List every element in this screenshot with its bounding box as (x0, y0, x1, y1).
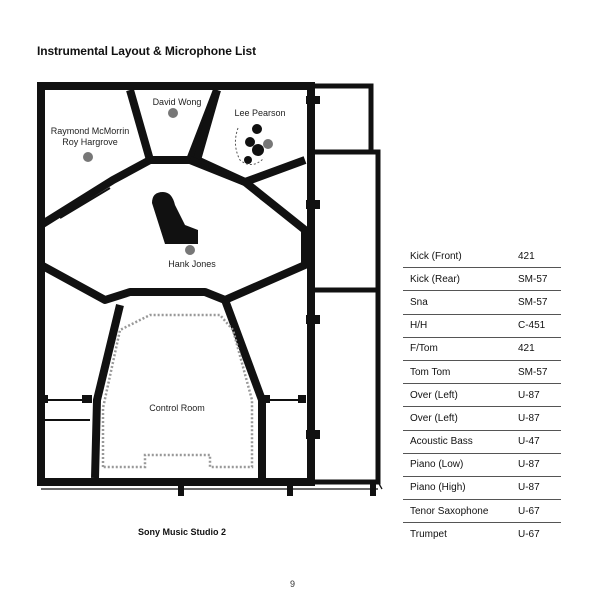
mic-cell: 421 (510, 245, 561, 269)
table-row: Piano (High)U-87 (403, 476, 561, 501)
mic-cell: 421 (510, 337, 561, 361)
musician-david (168, 108, 178, 118)
instrument-cell: Over (Left) (403, 383, 510, 408)
mic-cell: SM-57 (510, 290, 561, 315)
right-wall-stub (306, 430, 320, 439)
door-stub (82, 395, 92, 403)
piano (152, 192, 198, 244)
door-stub (260, 395, 270, 403)
right-wall-stub (306, 315, 320, 324)
mic-cell: U-87 (510, 383, 561, 408)
instrument-cell: Tom Tom (403, 360, 510, 385)
mic-cell: SM-57 (510, 267, 561, 292)
label-raymond-mcmorrin: Raymond McMorrin (50, 126, 130, 136)
instrument-cell: Tenor Saxophone (403, 499, 510, 524)
table-row: Piano (Low)U-87 (403, 453, 561, 477)
label-david-wong: David Wong (152, 97, 202, 107)
instrument-cell: Over (Left) (403, 406, 510, 431)
table-row: Kick (Rear)SM-57 (403, 267, 561, 292)
side-room-mid-wall (311, 149, 381, 293)
musician-lee (263, 139, 273, 149)
instrument-cell: Kick (Front) (403, 245, 510, 269)
instrument-cell: Acoustic Bass (403, 430, 510, 454)
mic-cell: SM-57 (510, 360, 561, 385)
instrument-cell: Piano (High) (403, 476, 510, 501)
glass-window (59, 161, 301, 229)
side-room-low-wall (311, 287, 381, 485)
side-room-top-wall (311, 83, 374, 155)
table-row: Trumpet U-67 (403, 523, 561, 546)
page-title: Instrumental Layout & Microphone List (37, 44, 256, 58)
control-room-wall (91, 298, 266, 479)
corner-line (377, 481, 383, 490)
label-lee-pearson: Lee Pearson (234, 108, 286, 118)
mic-cell: U-47 (510, 430, 561, 454)
mic-cell: C-451 (510, 314, 561, 338)
label-hank-jones: Hank Jones (168, 259, 216, 269)
instrument-cell: F/Tom (403, 337, 510, 361)
mic-cell: U-67 (510, 499, 561, 524)
door-stub (40, 395, 48, 403)
table-row: Over (Left)U-87 (403, 383, 561, 408)
drum-kit (234, 124, 265, 165)
instrument-cell: Piano (Low) (403, 453, 510, 477)
instrument-cell: Sna (403, 290, 510, 315)
control-room-console (101, 313, 254, 469)
right-wall-stub (306, 200, 320, 209)
mic-cell: U-87 (510, 406, 561, 431)
instrument-cell: Kick (Rear) (403, 267, 510, 292)
instrument-cell: H/H (403, 314, 510, 338)
mic-cell: U-87 (510, 476, 561, 501)
instrument-cell: Trumpet (410, 528, 447, 540)
mic-cell: U-87 (510, 453, 561, 477)
musician-raymond-roy (83, 152, 93, 162)
musician-hank (185, 245, 195, 255)
mic-cell: U-67 (518, 528, 540, 540)
right-wall-stub (306, 96, 320, 104)
label-roy-hargrove: Roy Hargrove (62, 137, 118, 147)
table-row: Kick (Front)421 (403, 245, 561, 269)
table-row: Over (Left)U-87 (403, 406, 561, 431)
door-stub (298, 395, 306, 403)
label-control-room: Control Room (149, 403, 205, 413)
page-number: 9 (290, 579, 296, 589)
studio-caption: Sony Music Studio 2 (138, 527, 227, 537)
